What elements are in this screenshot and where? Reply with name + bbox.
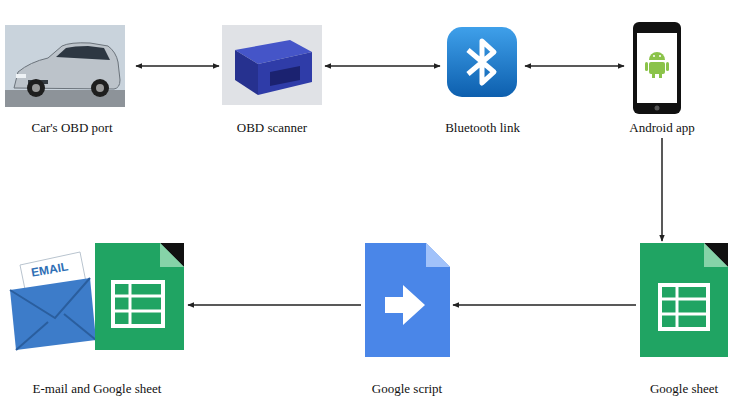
node-caption: Car's OBD port <box>31 120 112 136</box>
arrow-connector <box>661 138 663 241</box>
email-envelope <box>10 252 96 350</box>
node-caption: Bluetooth link <box>445 120 520 136</box>
icon-node: Google script <box>363 243 451 397</box>
google-sheet-icon <box>95 243 184 350</box>
node-caption: E-mail and Google sheet <box>33 381 162 397</box>
arrow-connector <box>525 65 624 67</box>
icon-node: Android app <box>626 22 698 136</box>
obd-scanner-picture <box>222 25 322 105</box>
arrow-connector <box>188 304 361 306</box>
node-caption: Google sheet <box>650 381 718 397</box>
android-phone <box>633 22 681 114</box>
icon-node: OBD scanner <box>221 22 323 136</box>
node-caption: OBD scanner <box>237 120 307 136</box>
arrow-connector <box>453 304 636 306</box>
icon-node: Car's OBD port <box>10 22 134 136</box>
node-caption: Google script <box>372 381 442 397</box>
google-script-icon <box>365 243 450 357</box>
arrow-connector <box>136 65 219 67</box>
car-picture <box>5 25 125 107</box>
arrow-connector <box>325 65 440 67</box>
node-caption: Android app <box>629 120 694 136</box>
icon-node: Google sheet <box>638 243 730 397</box>
google-sheet-icon <box>640 243 728 357</box>
bluetooth-icon <box>447 27 517 97</box>
icon-node: Bluetooth link <box>442 22 523 136</box>
